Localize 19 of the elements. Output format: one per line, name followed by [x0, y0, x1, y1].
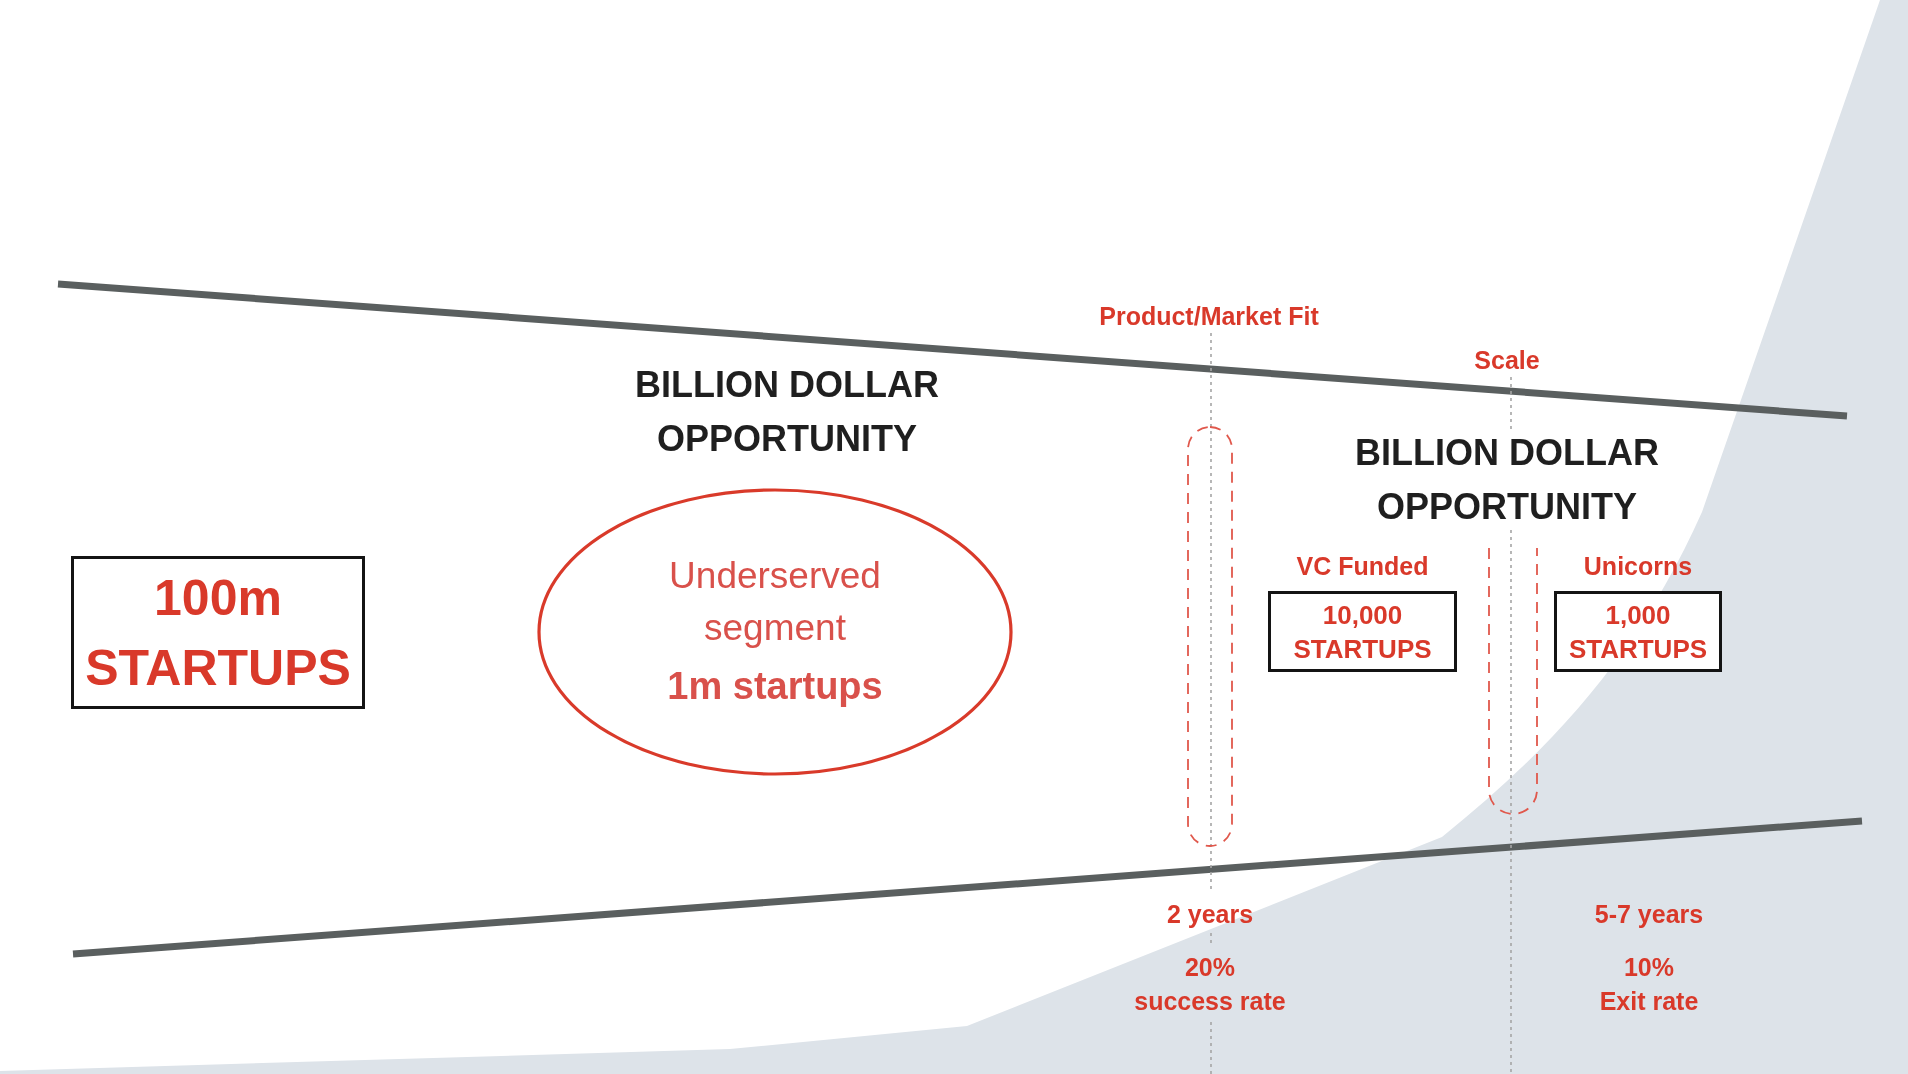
- heading-label: VC Funded: [1295, 551, 1430, 582]
- heading-label: Unicorns: [1582, 551, 1694, 582]
- duration-label: 5-7 years: [1593, 899, 1705, 930]
- opportunity-heading: BILLION DOLLAR OPPORTUNITY: [1354, 431, 1660, 529]
- milestone-label: Scale: [1473, 345, 1541, 376]
- opportunity-heading: BILLION DOLLAR OPPORTUNITY: [634, 363, 940, 461]
- count-text: 1m startups: [666, 664, 884, 709]
- count-box: [71, 556, 365, 709]
- segment-ellipse: [537, 488, 1013, 776]
- count-text: 1,000 STARTUPS: [1567, 598, 1709, 666]
- rate-label: 20% success rate: [1133, 952, 1287, 1017]
- duration-label: 2 years: [1165, 899, 1255, 930]
- dashed-capsule-outline: [1187, 426, 1233, 847]
- milestone-label: Product/Market Fit: [1098, 301, 1320, 332]
- count-text: 100m STARTUPS: [84, 568, 352, 698]
- count-text: 10,000 STARTUPS: [1292, 598, 1433, 666]
- segment-label: Underserved segment: [668, 554, 882, 650]
- rate-label: 10% Exit rate: [1598, 952, 1700, 1017]
- dashed-capsule-outline: [1488, 547, 1538, 815]
